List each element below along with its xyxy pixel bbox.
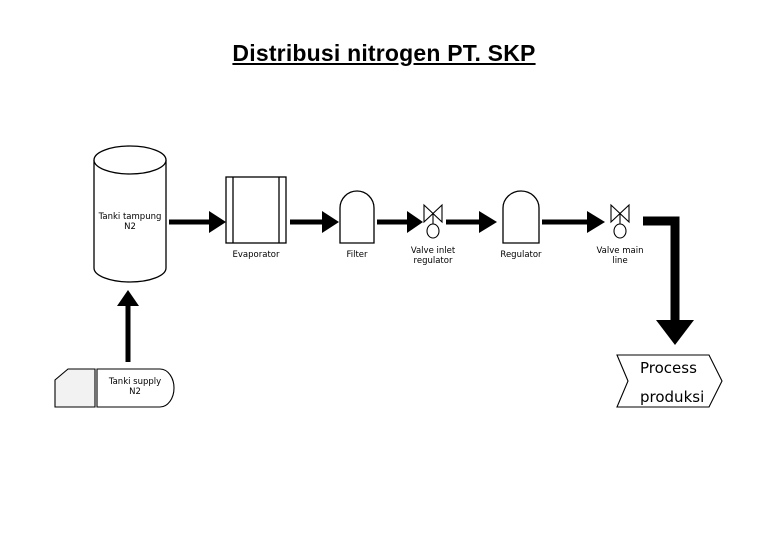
valve-inlet-symbol — [423, 203, 443, 239]
evaporator-label: Evaporator — [232, 250, 280, 260]
filter-shape — [339, 190, 375, 244]
arrow-valve-main-to-process — [643, 216, 694, 345]
arrow-evaporator-to-filter — [290, 211, 339, 233]
supply-truck — [54, 368, 175, 408]
regulator-label: Regulator — [500, 250, 542, 260]
arrow-filter-to-valve-inlet — [377, 211, 423, 233]
arrow-valve-inlet-to-regulator — [446, 211, 497, 233]
tank-supply-label: Tanki supply N2 — [108, 377, 162, 397]
arrow-supply-to-storage — [117, 290, 139, 362]
valve-main-label: Valve main line — [596, 246, 644, 266]
valve-main-symbol — [610, 203, 630, 239]
arrow-storage-to-evaporator — [169, 211, 226, 233]
diagram-title: Distribusi nitrogen PT. SKP — [232, 40, 536, 66]
regulator-shape — [502, 190, 540, 244]
arrow-regulator-to-valve-main — [542, 211, 605, 233]
process-chevron — [616, 354, 723, 408]
filter-label: Filter — [346, 250, 368, 260]
process-label: Process produksi — [640, 359, 705, 406]
storage-tank-cylinder — [93, 145, 167, 283]
flow-arrows — [117, 211, 694, 362]
evaporator-box — [225, 176, 287, 244]
tank-storage-label: Tanki tampung N2 — [98, 212, 162, 232]
valve-inlet-label: Valve inlet regulator — [410, 246, 456, 266]
